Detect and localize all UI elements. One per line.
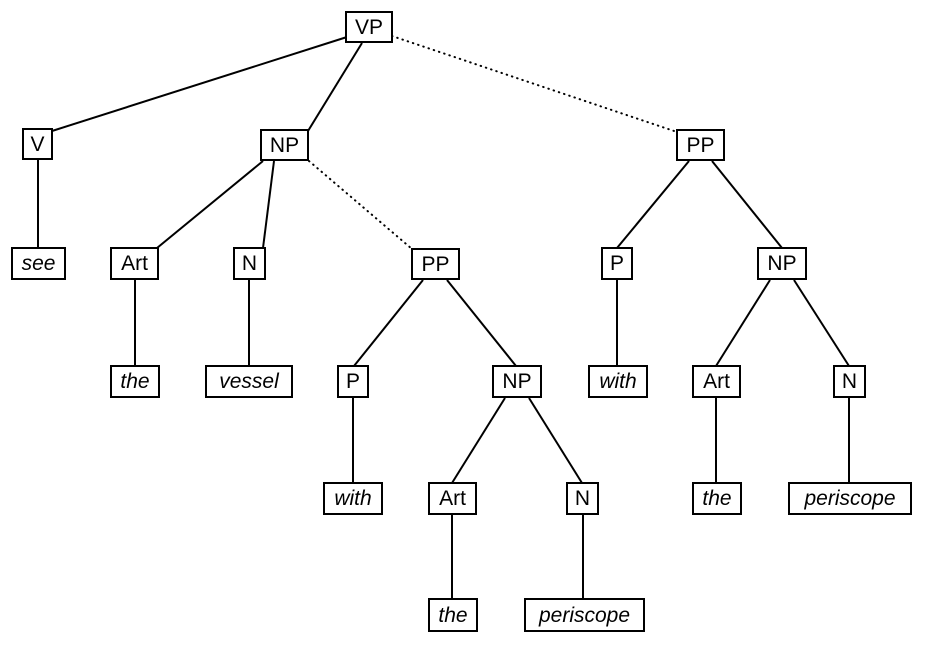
tree-edge-np1-to-n1	[262, 160, 275, 249]
tree-leaf-the_mid[interactable]: the	[428, 598, 478, 632]
tree-leaf-see[interactable]: see	[11, 247, 66, 280]
tree-edge-np_right-to-n_right	[793, 279, 850, 367]
tree-node-pp_mid[interactable]: PP	[411, 248, 460, 280]
tree-node-np1[interactable]: NP	[260, 129, 309, 161]
tree-node-p_mid[interactable]: P	[337, 365, 369, 398]
tree-edge-vp-to-pp_right	[391, 35, 678, 133]
tree-node-vp[interactable]: VP	[345, 11, 393, 43]
tree-edge-pp_mid-to-p_mid	[353, 279, 424, 367]
tree-node-p_right[interactable]: P	[601, 247, 633, 280]
tree-edge-np_mid-to-n_mid	[528, 397, 583, 484]
tree-node-np_mid[interactable]: NP	[492, 365, 542, 398]
tree-edge-np_mid-to-art_mid	[451, 397, 506, 484]
tree-node-n_mid[interactable]: N	[566, 482, 599, 515]
tree-node-art1[interactable]: Art	[110, 247, 159, 280]
tree-leaf-with_right[interactable]: with	[588, 365, 648, 398]
tree-edge-vp-to-v	[51, 36, 348, 132]
tree-node-n1[interactable]: N	[233, 247, 266, 280]
tree-edge-pp_mid-to-np_mid	[446, 279, 517, 367]
tree-node-np_right[interactable]: NP	[757, 247, 807, 280]
tree-leaf-the_right[interactable]: the	[692, 482, 742, 515]
tree-edge-np_right-to-art_right	[715, 279, 771, 367]
tree-edge-np1-to-pp_mid	[308, 160, 413, 250]
tree-leaf-periscope_mid[interactable]: periscope	[524, 598, 645, 632]
tree-leaf-vessel[interactable]: vessel	[205, 365, 293, 398]
tree-edge-pp_right-to-np_right	[711, 160, 783, 249]
tree-edge-pp_right-to-p_right	[616, 160, 690, 249]
tree-leaf-the1[interactable]: the	[110, 365, 160, 398]
tree-node-art_right[interactable]: Art	[692, 365, 741, 398]
tree-node-art_mid[interactable]: Art	[428, 482, 477, 515]
tree-node-n_right[interactable]: N	[833, 365, 866, 398]
tree-leaf-periscope_right[interactable]: periscope	[788, 482, 912, 515]
tree-node-v[interactable]: V	[22, 128, 53, 160]
tree-edge-np1-to-art1	[156, 160, 264, 249]
tree-leaf-with_mid[interactable]: with	[323, 482, 383, 515]
tree-edge-vp-to-np1	[307, 42, 363, 132]
tree-node-pp_right[interactable]: PP	[676, 129, 725, 161]
